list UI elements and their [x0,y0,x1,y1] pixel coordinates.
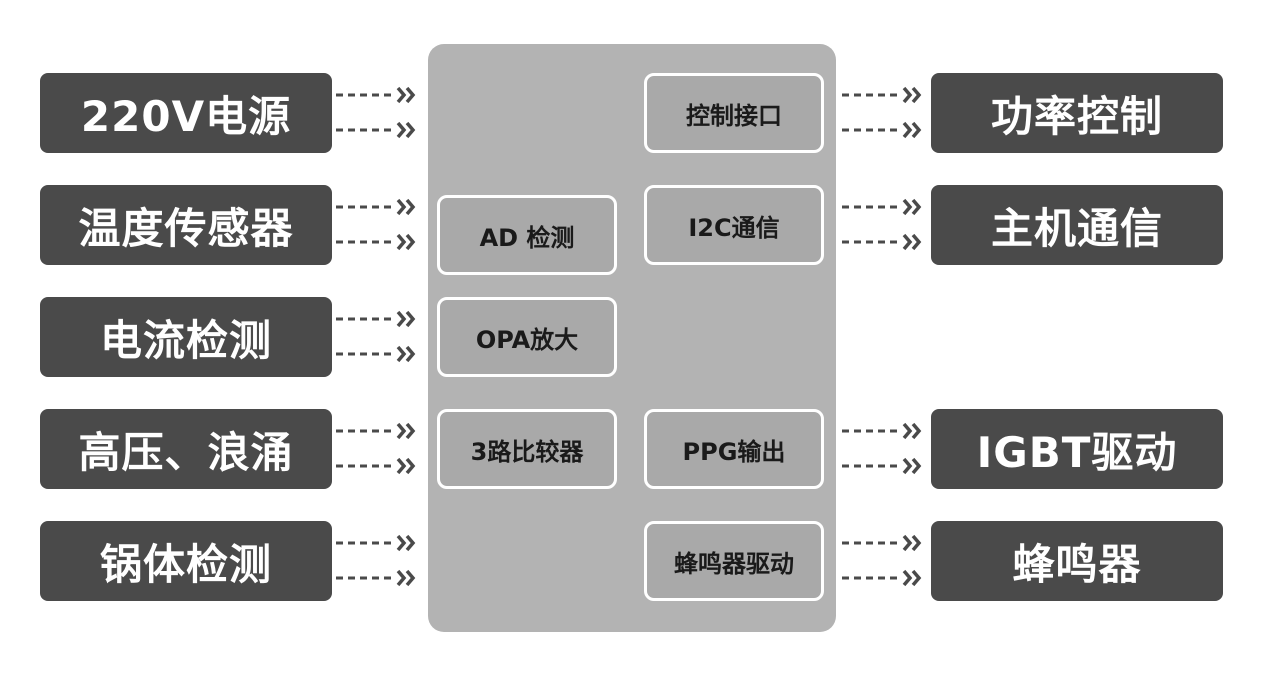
arrow-left-0-a [336,86,416,104]
arrow-left-4-b [336,569,416,587]
input-power-220v: 220V电源 [40,73,332,153]
arrow-left-4-a [336,534,416,552]
arrow-left-3-b [336,457,416,475]
arrow-right-2-a [842,422,922,440]
module-control-interface: 控制接口 [644,73,824,153]
arrow-left-1-b [336,233,416,251]
module-ad-detection: AD 检测 [437,195,617,275]
arrow-left-2-a [336,310,416,328]
arrow-right-2-b [842,457,922,475]
arrow-left-3-a [336,422,416,440]
module-buzzer-driver: 蜂鸣器驱动 [644,521,824,601]
module-comparator: 3路比较器 [437,409,617,489]
module-opa-amplifier: OPA放大 [437,297,617,377]
input-high-voltage-surge: 高压、浪涌 [40,409,332,489]
arrow-left-2-b [336,345,416,363]
output-igbt-driver: IGBT驱动 [931,409,1223,489]
input-pot-detection: 锅体检测 [40,521,332,601]
input-current-detection: 电流检测 [40,297,332,377]
arrow-left-0-b [336,121,416,139]
arrow-right-1-b [842,233,922,251]
module-ppg-output: PPG输出 [644,409,824,489]
output-host-comm: 主机通信 [931,185,1223,265]
arrow-right-3-a [842,534,922,552]
output-power-control: 功率控制 [931,73,1223,153]
arrow-right-0-a [842,86,922,104]
input-temperature-sensor: 温度传感器 [40,185,332,265]
module-i2c-comm: I2C通信 [644,185,824,265]
arrow-right-1-a [842,198,922,216]
arrow-right-3-b [842,569,922,587]
arrow-left-1-a [336,198,416,216]
output-buzzer: 蜂鸣器 [931,521,1223,601]
arrow-right-0-b [842,121,922,139]
